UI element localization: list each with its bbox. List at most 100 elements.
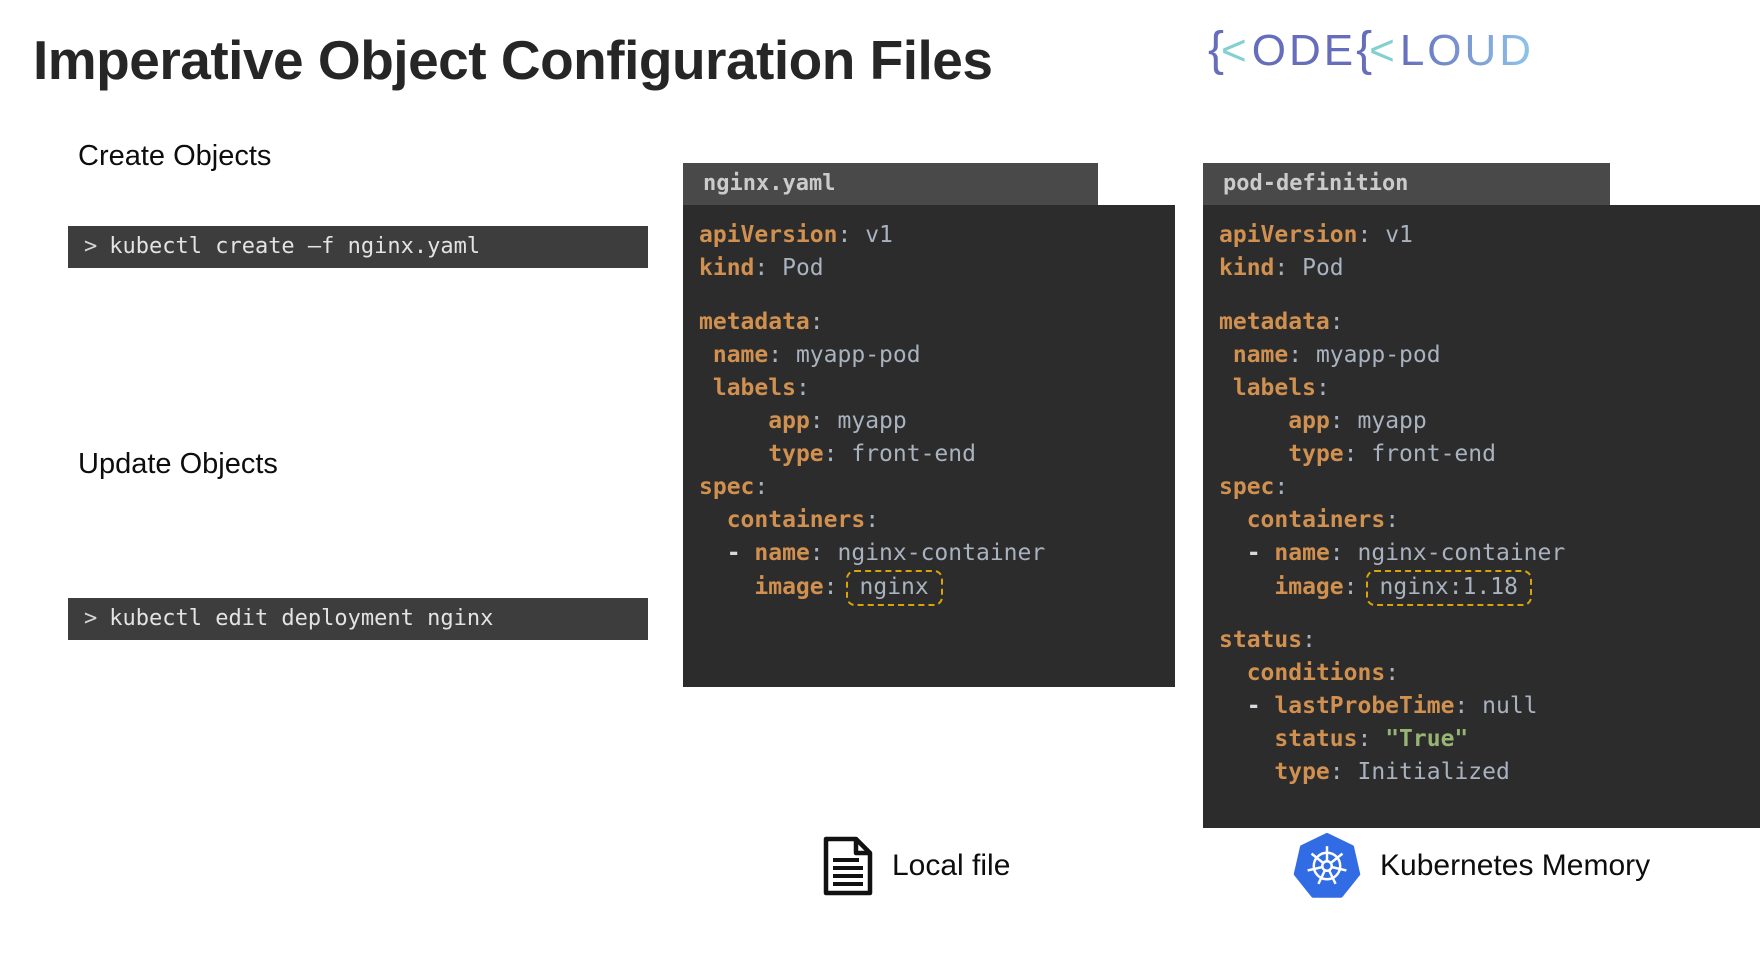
code-token <box>1219 574 1274 600</box>
local-file-label: Local file <box>892 849 1011 882</box>
code-token <box>1219 441 1288 467</box>
code-token <box>699 574 754 600</box>
code-token: : <box>1329 309 1344 335</box>
code-token: : <box>795 375 810 401</box>
code-token: type <box>768 441 824 467</box>
update-objects-heading: Update Objects <box>78 448 278 480</box>
code-token: - <box>1246 540 1275 566</box>
code-token: : <box>1357 222 1372 248</box>
code-token: - <box>726 540 755 566</box>
code-token: myapp <box>1343 408 1427 434</box>
logo-brace-icon: { <box>1356 23 1376 76</box>
code-token: conditions <box>1246 660 1386 686</box>
code-token <box>699 408 768 434</box>
logo-word-kode: ODE <box>1251 26 1357 75</box>
code-token: app <box>768 408 810 434</box>
code-token: : <box>1329 408 1344 434</box>
code-token <box>1219 375 1233 401</box>
code-token: app <box>1288 408 1330 434</box>
code-token: : <box>837 222 852 248</box>
code-token: image <box>1274 574 1344 600</box>
prompt-chevron-icon: > <box>84 234 98 259</box>
code-token: status <box>1274 726 1358 752</box>
tab-nginx-yaml: nginx.yaml <box>683 163 1098 205</box>
kubernetes-icon <box>1292 832 1362 900</box>
code-token: nginx-container <box>823 540 1046 566</box>
code-token: name <box>754 540 810 566</box>
code-token: "True" <box>1371 726 1469 752</box>
code-token: - <box>1246 693 1275 719</box>
code-token: myapp-pod <box>1302 342 1441 368</box>
code-token: : <box>1385 660 1400 686</box>
code-token: : <box>1315 375 1330 401</box>
code-token: : <box>754 474 769 500</box>
code-token: : <box>865 507 880 533</box>
code-token: spec <box>699 474 755 500</box>
code-token: name <box>712 342 769 368</box>
code-token: type <box>1288 441 1344 467</box>
command-text: kubectl edit deployment nginx <box>109 606 494 631</box>
code-token <box>1219 342 1233 368</box>
code-token: v1 <box>851 222 893 248</box>
code-token: kind <box>699 255 755 281</box>
code-token: kind <box>1219 255 1275 281</box>
code-token: name <box>1232 342 1289 368</box>
create-objects-heading: Create Objects <box>78 140 272 172</box>
code-token: Initialized <box>1343 759 1510 785</box>
code-token <box>699 441 768 467</box>
prompt-chevron-icon: > <box>84 606 98 631</box>
code-token: status <box>1219 627 1303 653</box>
code-token: spec <box>1219 474 1275 500</box>
code-token <box>1219 408 1288 434</box>
code-token: : <box>823 574 838 600</box>
logo-chevron-icon: < <box>1221 26 1250 75</box>
command-text: kubectl create –f nginx.yaml <box>109 234 481 259</box>
code-token: metadata <box>699 309 810 335</box>
code-token: null <box>1468 693 1538 719</box>
code-token: : <box>809 309 824 335</box>
code-token: : <box>809 540 824 566</box>
code-token: : <box>823 441 838 467</box>
code-token: : <box>809 408 824 434</box>
code-token <box>699 507 727 533</box>
logo-word-kloud: LOUD <box>1399 26 1535 75</box>
logo-brace-icon: { <box>1208 23 1228 76</box>
code-token: nginx-container <box>1343 540 1566 566</box>
code-token: myapp-pod <box>782 342 921 368</box>
code-token <box>1219 660 1247 686</box>
code-token: name <box>1274 540 1330 566</box>
code-token: Pod <box>1288 255 1344 281</box>
code-token: metadata <box>1219 309 1330 335</box>
code-token: : <box>1329 759 1344 785</box>
code-token: labels <box>712 375 796 401</box>
kubectl-create-command: > kubectl create –f nginx.yaml <box>68 226 648 268</box>
code-token: type <box>1274 759 1330 785</box>
code-token: : <box>1454 693 1469 719</box>
document-icon <box>822 836 874 896</box>
code-token: containers <box>1246 507 1386 533</box>
code-token: : <box>1343 574 1358 600</box>
code-token: : <box>1357 726 1372 752</box>
kodekloud-logo: {<ODE{<LOUD <box>1208 22 1534 79</box>
code-token: : <box>754 255 769 281</box>
code-token: Pod <box>768 255 824 281</box>
local-file-caption: Local file <box>822 833 1010 899</box>
code-token: lastProbeTime <box>1274 693 1455 719</box>
logo-chevron-icon: < <box>1369 26 1398 75</box>
code-token <box>1219 726 1274 752</box>
code-token: image <box>754 574 824 600</box>
code-token <box>1219 759 1274 785</box>
code-token <box>1219 507 1247 533</box>
code-token: apiVersion <box>1219 222 1358 248</box>
page-title: Imperative Object Configuration Files <box>33 29 993 91</box>
tab-pod-definition: pod-definition <box>1203 163 1610 205</box>
code-token <box>699 342 713 368</box>
code-token: : <box>1385 507 1400 533</box>
code-token: : <box>1274 255 1289 281</box>
kubectl-edit-command: > kubectl edit deployment nginx <box>68 598 648 640</box>
kubernetes-memory-caption: Kubernetes Memory <box>1292 832 1650 900</box>
code-token: : <box>768 342 783 368</box>
